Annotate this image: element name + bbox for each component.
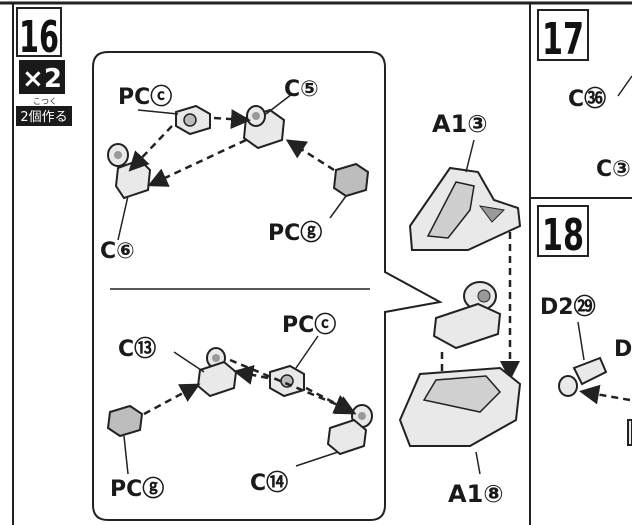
step17-c-cut-label: C③ — [596, 157, 631, 182]
ruby-text: こつく — [33, 97, 57, 106]
upper-c5-label: C⑤ — [284, 77, 319, 102]
lower-c14-label: C⑭ — [250, 470, 288, 496]
upper-assembly — [107, 93, 370, 241]
a1-8-part — [398, 366, 522, 475]
assembled-subpart — [432, 281, 502, 350]
step16-header: 16 ×2 こつく 2個作る — [16, 7, 72, 126]
step17-number: 17 — [542, 14, 584, 65]
lower-c13-label: C⑬ — [118, 336, 156, 362]
step18-d-cut-label: D — [614, 337, 632, 362]
arrow-pcc-to-c13 — [233, 365, 269, 385]
upper-c5-part — [242, 105, 286, 150]
upper-pc-c-part — [175, 104, 211, 136]
step18-number: 18 — [542, 210, 584, 261]
arrow-pc-to-c6 — [128, 125, 173, 172]
lower-pc-c-part — [269, 364, 305, 398]
step18: 18 — [537, 205, 632, 446]
step18-arrow — [579, 384, 631, 405]
lower-assembly — [106, 335, 373, 475]
arrow-pcc-to-c14 — [305, 386, 357, 415]
arrow-c5-to-c6 — [147, 138, 247, 187]
upper-pc-c-label: PCⓒ — [118, 84, 172, 110]
upper-pc-g-part — [332, 162, 370, 198]
lower-c14-part — [326, 404, 373, 456]
arrow-pcg-to-c13 — [143, 383, 201, 416]
upper-pc-g-label: PCⓖ — [268, 220, 322, 246]
upper-c6-label: C⑥ — [100, 239, 135, 264]
arrow-pcg-to-c5 — [285, 139, 335, 172]
step17: 17 — [537, 9, 632, 97]
make-two-note: 2個作る — [20, 110, 67, 125]
step18-d2-label: D2㉙ — [540, 294, 596, 320]
upper-c6-part — [107, 143, 152, 200]
step18-d2-part — [558, 321, 608, 397]
arrow-c13-to-c14 — [229, 358, 355, 414]
step17-c36-label: C㊱ — [568, 86, 606, 112]
lower-pc-g-label: PCⓖ — [110, 476, 164, 502]
lower-pc-c-label: PCⓒ — [282, 312, 336, 338]
a1-3-part — [408, 139, 522, 251]
quantity-badge: ×2 — [22, 64, 62, 94]
a1-3-label: A1③ — [432, 110, 488, 138]
a1-8-label: A1⑧ — [448, 480, 504, 508]
lower-c13-part — [196, 347, 238, 398]
arrow-pc-to-c5 — [213, 109, 251, 130]
step16-number: 16 — [19, 12, 59, 63]
lower-pc-g-part — [106, 404, 144, 438]
